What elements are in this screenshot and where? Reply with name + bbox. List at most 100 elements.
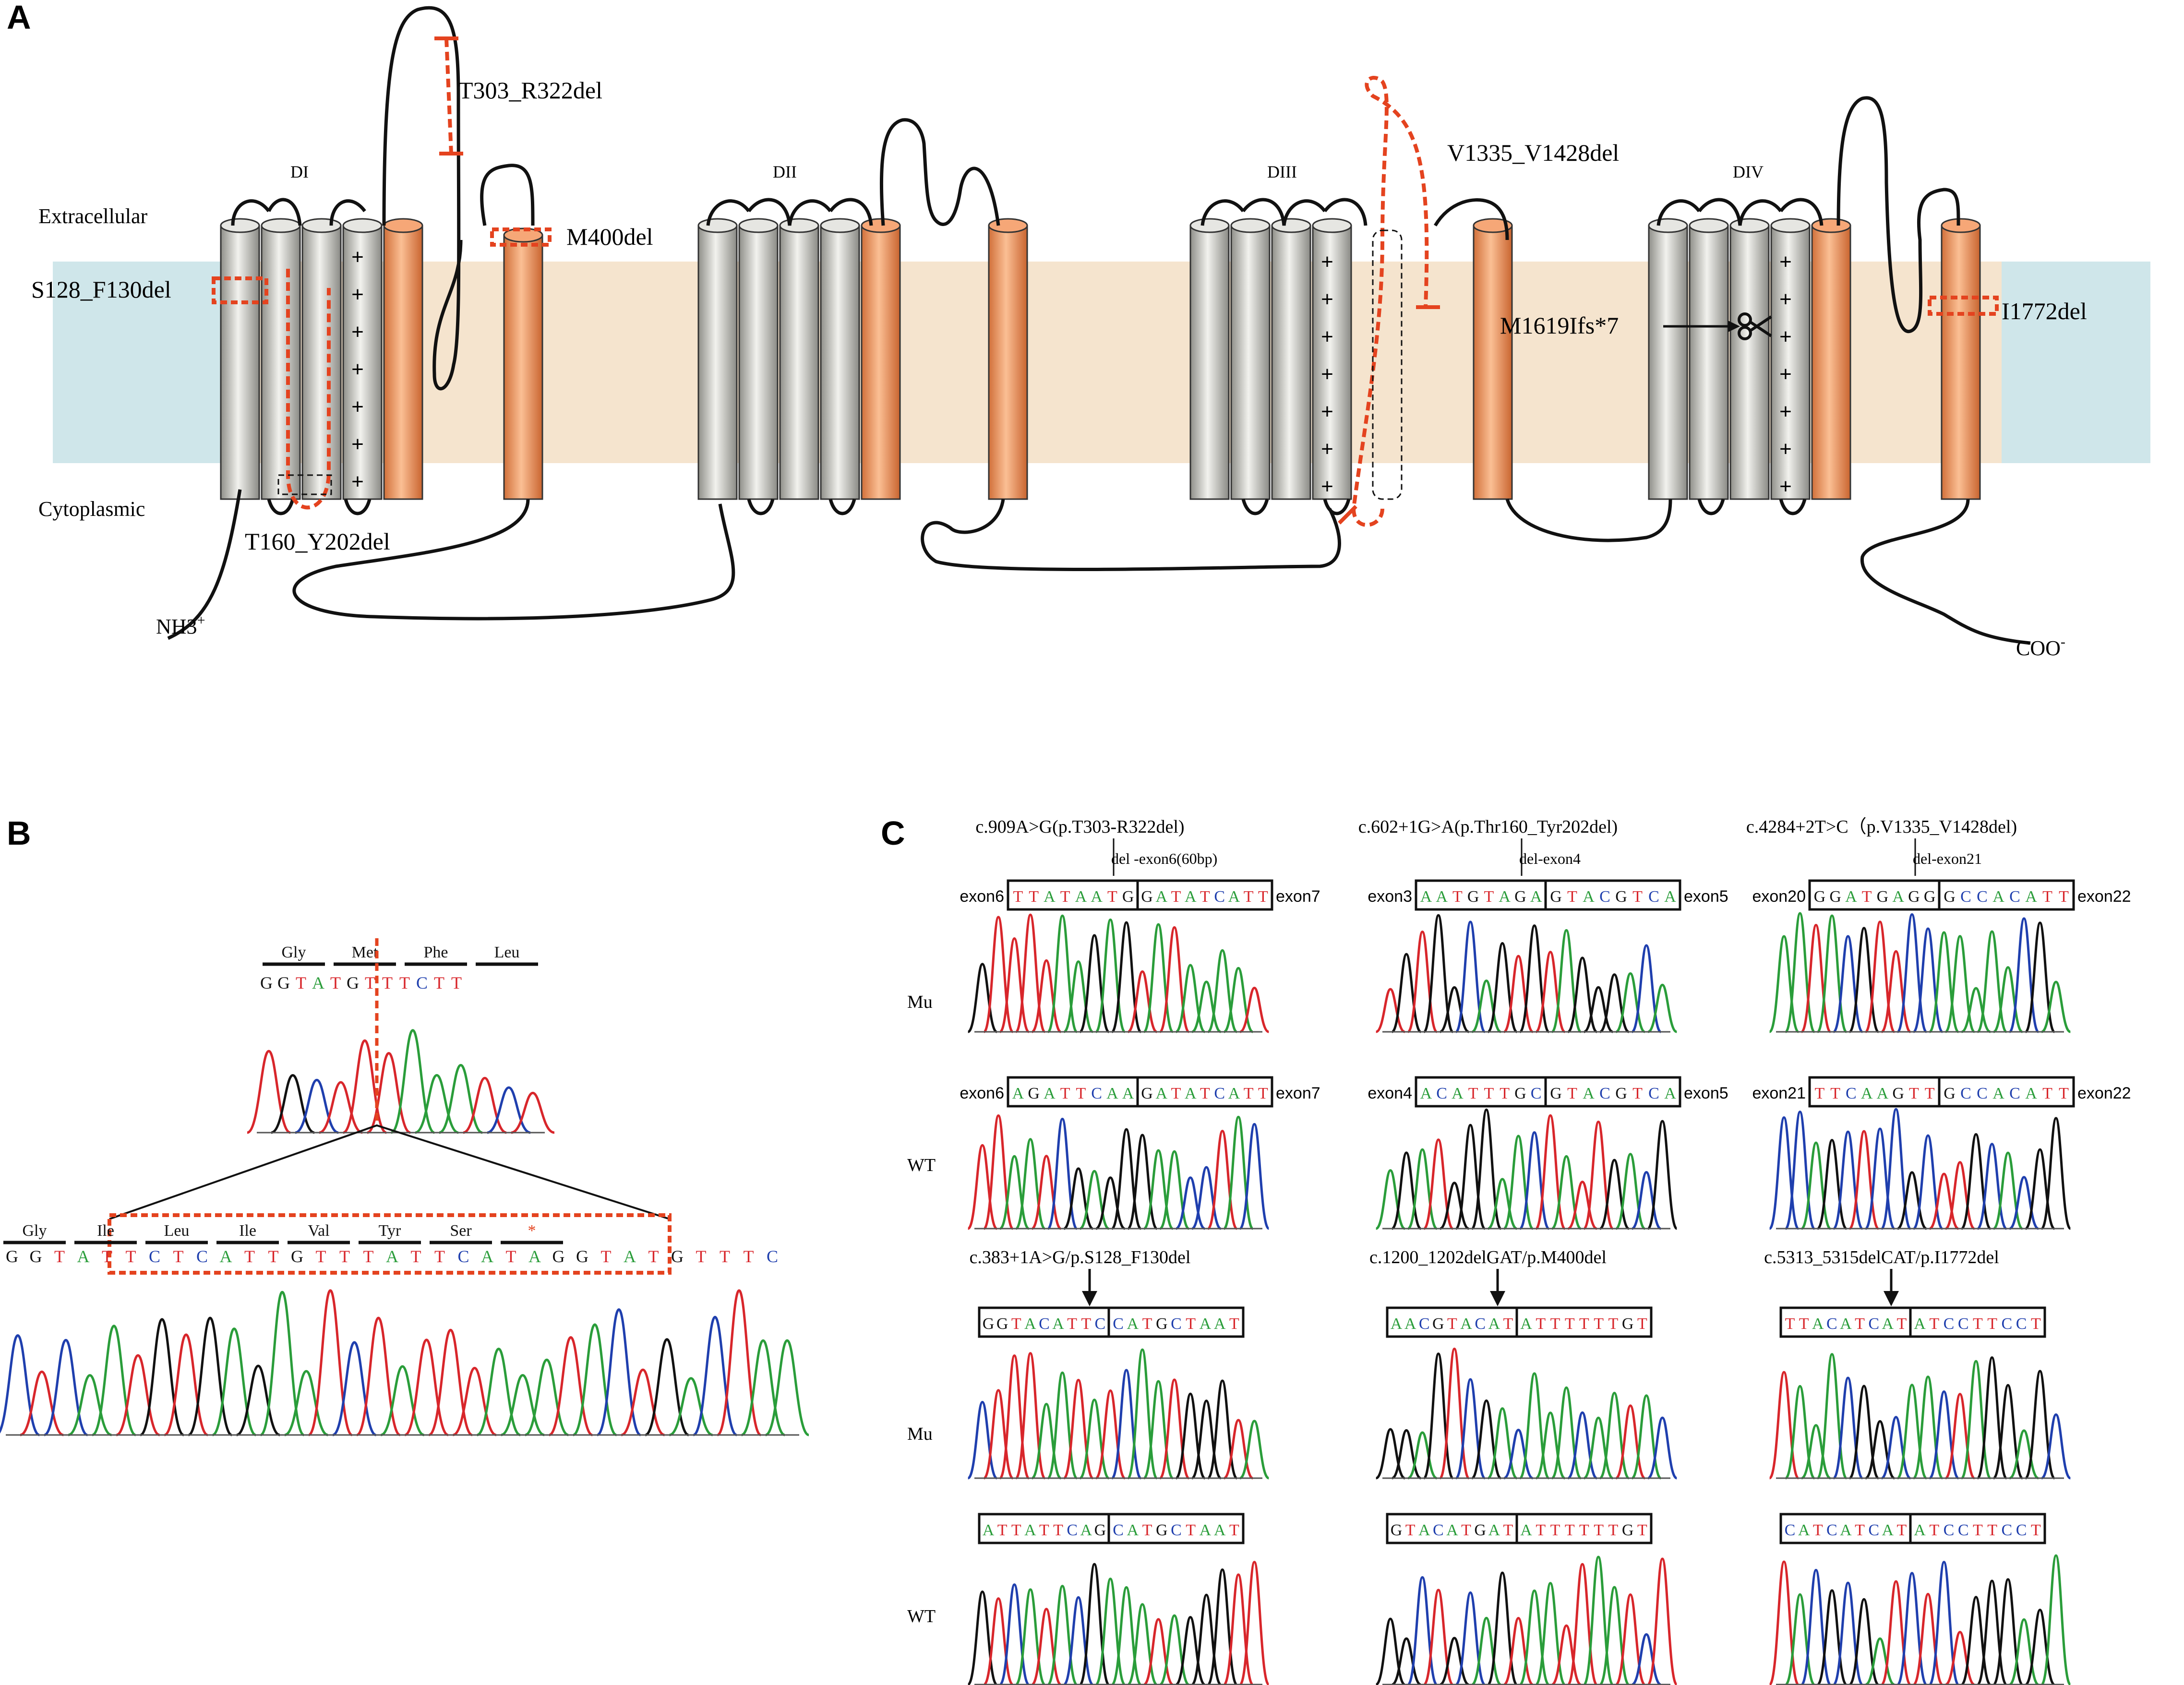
sequence-base: T <box>1579 1521 1589 1539</box>
trace-peak <box>1768 1560 1800 1685</box>
sequence-base: A <box>1446 1521 1458 1539</box>
c-exon-label-left: exon6 <box>960 887 1004 906</box>
trace-peak <box>1897 1171 1927 1230</box>
transmembrane-helices <box>220 218 1981 500</box>
sequence-base: T <box>720 1247 730 1266</box>
trace-peak <box>1238 1123 1270 1230</box>
trace-peak <box>1768 935 1800 1033</box>
sequence-base: T <box>316 1247 326 1266</box>
trace-peak <box>1031 1608 1062 1685</box>
trace-peak <box>1583 1120 1614 1230</box>
t303-marker <box>444 38 453 154</box>
sequence-base: G <box>1908 888 1920 906</box>
sequence-base: T <box>1142 1315 1152 1333</box>
sequence-base: C <box>1171 1315 1182 1333</box>
c-exon-label-left: exon6 <box>960 1084 1004 1102</box>
sequence-base: A <box>1200 1521 1212 1539</box>
helix-segment <box>820 218 860 500</box>
sequence-base: A <box>1127 1315 1139 1333</box>
helix-segment <box>1648 218 1688 500</box>
trace-peak <box>116 1354 160 1436</box>
c-group-subtitle: del -exon6(60bp) <box>1111 850 1217 867</box>
sequence-base: G <box>1622 1521 1634 1539</box>
sequence-base: G <box>277 973 290 992</box>
trace-peak <box>164 1333 208 1436</box>
v1335-marker <box>1351 75 1429 527</box>
sequence-base: A <box>1845 888 1857 906</box>
c-seq-box <box>1515 1306 1653 1338</box>
trace-peak <box>2025 1608 2055 1685</box>
trace-peak <box>1646 1120 1678 1230</box>
cytoplasmic-label: Cytoplasmic <box>38 497 145 521</box>
trace-peak <box>1945 1161 1975 1230</box>
pore-helix-segment <box>1941 218 1981 500</box>
trace-peak <box>511 1091 555 1134</box>
sequence-base: T <box>330 973 341 992</box>
sequence-base: T <box>1447 1315 1457 1333</box>
sequence-base: T <box>1813 1521 1823 1539</box>
sequence-base: C <box>2009 1085 2020 1102</box>
sequence-base: C <box>2002 1521 2013 1539</box>
amino-acid-label: Ile <box>239 1222 256 1240</box>
sequence-base: T <box>1029 888 1039 906</box>
sequence-base: T <box>1200 888 1210 906</box>
trace-peak <box>1535 1411 1566 1480</box>
sequence-base: T <box>1258 1085 1268 1102</box>
sequence-base: T <box>1060 888 1070 906</box>
trace-peak <box>1454 1591 1486 1685</box>
trace-peak <box>1816 1589 1848 1685</box>
sequence-base: C <box>457 1247 469 1266</box>
sequence-base: C <box>1436 1085 1447 1102</box>
sequence-base: T <box>1186 1315 1196 1333</box>
sequence-base: A <box>1798 1521 1810 1539</box>
panel-a-topology: A Extracellular Cytoplasmic DI DII DIII … <box>7 0 2150 660</box>
trace-peak <box>308 1289 353 1436</box>
sequence-base: T <box>1799 1315 1809 1333</box>
trace-peak <box>967 1144 998 1230</box>
trace-peak <box>1567 1181 1597 1230</box>
c-seq-box <box>1938 879 2075 911</box>
domain-label-diii: DIII <box>1267 162 1297 181</box>
c-groups: c.909A>G(p.T303-R322del)del -exon6(60bp)… <box>960 817 2131 1685</box>
trace-peak <box>1551 1624 1582 1685</box>
sequence-base: T <box>1503 1315 1513 1333</box>
trace-peak <box>0 1334 40 1436</box>
c-arrow-head <box>1490 1291 1505 1306</box>
trace-peak <box>1391 1637 1422 1685</box>
sequence-base: C <box>1977 888 1988 906</box>
sequence-base: G <box>1141 888 1153 906</box>
sequence-base: A <box>1044 888 1056 906</box>
c-seq-box <box>1136 879 1273 911</box>
sequence-base: C <box>1475 1315 1486 1333</box>
c-row1-wt-label: WT <box>907 1155 936 1175</box>
sequence-base: A <box>1460 1315 1472 1333</box>
sequence-base: T <box>997 1521 1008 1539</box>
sequence-base: T <box>1468 1085 1478 1102</box>
sequence-base: A <box>1420 1085 1432 1102</box>
sequence-base: T <box>1011 1315 1021 1333</box>
c-exon-label-left: exon20 <box>1752 887 1806 906</box>
sequence-base: C <box>1960 888 1971 906</box>
sequence-base: C <box>1599 1085 1610 1102</box>
trace-peak <box>2024 1370 2056 1480</box>
trace-peak <box>20 1370 64 1436</box>
c-seq-box <box>1544 879 1681 911</box>
c-group-title: c.602+1G>A(p.Thr160_Tyr202del) <box>1358 817 1618 837</box>
c-exon-label-right: exon7 <box>1276 887 1320 906</box>
trace-peak <box>1191 1166 1222 1230</box>
sequence-base: T <box>1461 1521 1471 1539</box>
trace-peak <box>1207 1130 1238 1230</box>
sequence-base: T <box>2059 1085 2069 1102</box>
sequence-base: A <box>1840 1521 1852 1539</box>
trace-peak <box>967 1401 998 1480</box>
sequence-base: T <box>126 1247 136 1266</box>
sequence-base: T <box>1011 1521 1021 1539</box>
c-seq-box <box>1544 1076 1681 1108</box>
sequence-base: T <box>1987 1521 1997 1539</box>
trace-peak <box>2009 1176 2039 1230</box>
trace-peak <box>1423 914 1454 1033</box>
sequence-base: A <box>1024 1521 1036 1539</box>
sequence-base: G <box>1094 1521 1106 1539</box>
sequence-base: C <box>1868 1315 1879 1333</box>
